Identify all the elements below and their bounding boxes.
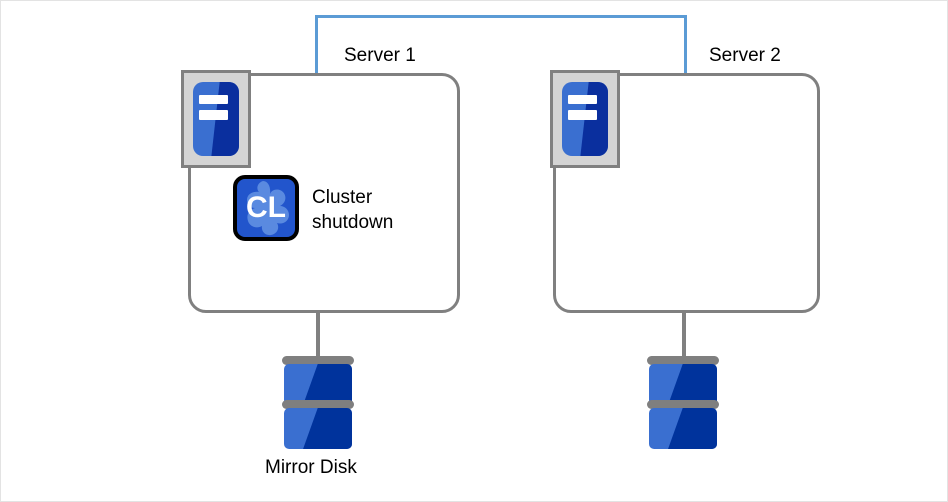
server-machine-body (562, 82, 608, 156)
cluster-icon[interactable]: CL (233, 175, 299, 241)
cluster-shutdown-label: Cluster shutdown (312, 187, 394, 233)
disk-slab-bottom (284, 408, 352, 449)
server-2-label: Server 2 (709, 45, 781, 66)
server-2-disk-connector (682, 313, 686, 359)
disk-plate-middle (282, 400, 354, 409)
disk-slab-top (649, 364, 717, 405)
mirror-disk-label: Mirror Disk (265, 457, 357, 478)
server-1-disk-connector (316, 313, 320, 359)
interconnect-link (315, 15, 687, 74)
server-machine-bar-top (568, 94, 597, 105)
cluster-blob-shape (247, 181, 289, 236)
server-1-label: Server 1 (344, 45, 416, 66)
disk-stack-icon-2[interactable] (647, 356, 719, 451)
disk-plate-top (282, 356, 354, 365)
disk-plate-middle (647, 400, 719, 409)
server-machine-icon (181, 70, 251, 168)
disk-slab-shade (668, 408, 717, 449)
disk-plate-top (647, 356, 719, 365)
disk-stack-icon-1[interactable] (282, 356, 354, 451)
server-machine-bar-bottom (568, 110, 597, 120)
disk-slab-bottom (649, 408, 717, 449)
disk-slab-shade (303, 364, 352, 405)
server-machine-bar-top (199, 94, 228, 105)
server-2-box[interactable] (553, 73, 820, 313)
cluster-icon-text: CL (246, 191, 286, 224)
disk-slab-top (284, 364, 352, 405)
disk-slab-shade (668, 364, 717, 405)
server-machine-bar-bottom (199, 110, 228, 120)
server-machine-body (193, 82, 239, 156)
server-machine-icon (550, 70, 620, 168)
disk-slab-shade (303, 408, 352, 449)
